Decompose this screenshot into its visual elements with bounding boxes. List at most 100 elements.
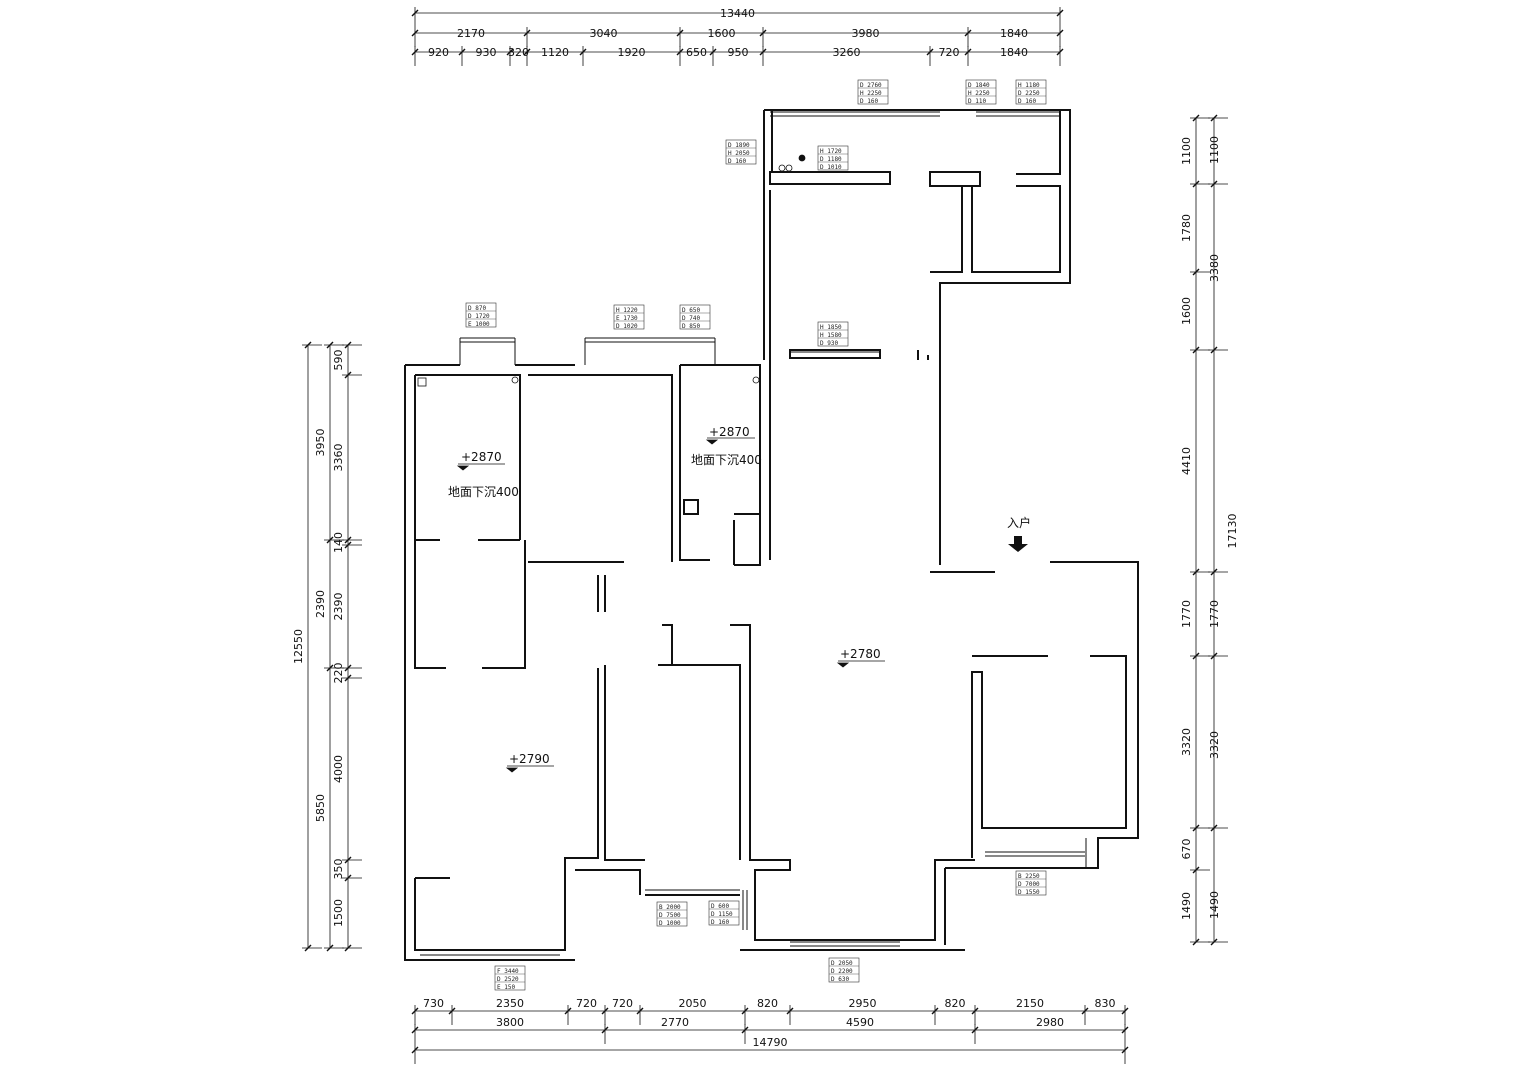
dim-left-row2: 350 — [332, 859, 345, 880]
drain-icon — [752, 376, 760, 384]
window-tag-row: D 2050 — [831, 960, 853, 967]
dim-bottom-overall: 14790 — [753, 1036, 788, 1049]
window-tag-row: H 2250 — [860, 90, 882, 97]
window-tag-row: D 160 — [728, 158, 746, 165]
dim-right-mid: 3380 — [1208, 254, 1221, 282]
dim-left-row2: 140 — [332, 532, 345, 553]
dim-right-inner: 1600 — [1180, 297, 1193, 325]
dim-left-overall: 12550 — [292, 629, 305, 664]
dim-right-inner: 1490 — [1180, 892, 1193, 920]
window-tag-row: B 2250 — [1018, 873, 1040, 880]
dim-right-inner: 3320 — [1180, 728, 1193, 756]
wall-shelf-top — [769, 171, 891, 185]
window-tag-row: B 2000 — [659, 904, 681, 911]
wall-door-jamb-a — [662, 624, 673, 665]
dim-left-row2: 1500 — [332, 899, 345, 927]
wall-closet-left-2 — [482, 540, 526, 669]
dim-top-row2: 3260 — [833, 46, 861, 59]
entrance-label: 入户 — [1007, 515, 1031, 530]
wall-right-outer — [945, 561, 1139, 869]
dim-top-row1: 3980 — [852, 27, 880, 40]
wall-kitchen-counter — [789, 349, 881, 359]
dim-bottom-row1: 2050 — [679, 997, 707, 1010]
window-tag-row: E 1000 — [468, 321, 490, 328]
wall-bedroom-2-top — [528, 374, 673, 562]
dim-top-row2: 1120 — [541, 46, 569, 59]
walls — [404, 109, 1139, 961]
dim-bottom-row1: 820 — [757, 997, 778, 1010]
window-tag-row: D 850 — [682, 323, 700, 330]
window-tag-row: D 1890 — [728, 142, 750, 149]
dim-top-row2: 1840 — [1000, 46, 1028, 59]
level-label-living: +2780 — [840, 647, 881, 661]
note-sunken-floor-1: 地面下沉400 — [448, 485, 519, 499]
wall-balcony-mid — [575, 869, 641, 895]
dim-bottom-row2: 4590 — [846, 1016, 874, 1029]
dim-right-mid: 3320 — [1208, 731, 1221, 759]
dim-right-mid: 1490 — [1208, 891, 1221, 919]
dim-left-row2: 4000 — [332, 755, 345, 783]
dim-top-row2: 720 — [939, 46, 960, 59]
wall-bathroom-1-left — [414, 375, 440, 541]
window-tag-row: D 1840 — [968, 82, 990, 89]
wall-door-jamb-b — [730, 624, 975, 941]
window-tag-row: H 2050 — [728, 150, 750, 157]
dim-top-row1: 2170 — [457, 27, 485, 40]
dim-top-row2: 320 — [508, 46, 529, 59]
note-sunken-floor-2: 地面下沉400 — [691, 453, 762, 467]
corner-column — [417, 377, 427, 387]
dim-bottom-row1: 720 — [612, 997, 633, 1010]
window-tag-row: D 1720 — [468, 313, 490, 320]
dim-top-row2: 650 — [686, 46, 707, 59]
dim-left-row2: 590 — [332, 350, 345, 371]
window-tag-row: H 1220 — [616, 307, 638, 314]
dim-bottom-row1: 2350 — [496, 997, 524, 1010]
dim-bottom-row1: 720 — [576, 997, 597, 1010]
window-tag-row: D 650 — [682, 307, 700, 314]
window-tag-row: E 1730 — [616, 315, 638, 322]
level-label-bathroom-1: +2870 — [461, 450, 502, 464]
dim-right-inner: 670 — [1180, 839, 1193, 860]
dim-bottom-row1: 830 — [1095, 997, 1116, 1010]
window-tag-row: F 3440 — [497, 968, 519, 975]
floor-drain-icon — [798, 154, 806, 162]
window-tag-row: D 1020 — [616, 323, 638, 330]
level-markers — [456, 437, 885, 773]
wall-outer-left — [404, 365, 575, 961]
dim-left-row2: 220 — [332, 663, 345, 684]
wall-bathroom-2 — [680, 364, 761, 566]
dim-bottom-row2: 3800 — [496, 1016, 524, 1029]
window-tag-row: D 630 — [831, 976, 849, 983]
window-tag-row: H 1720 — [820, 148, 842, 155]
level-label-bedroom: +2790 — [509, 752, 550, 766]
drain-icon — [511, 376, 519, 384]
window-tag-row: D 1550 — [1018, 889, 1040, 896]
window-tag-row: D 2200 — [831, 968, 853, 975]
dim-bottom-row2: 2980 — [1036, 1016, 1064, 1029]
dim-right-inner: 1100 — [1180, 137, 1193, 165]
dim-bottom-row2: 2770 — [661, 1016, 689, 1029]
wall-closet-1 — [930, 186, 963, 273]
window-tag-row: H 1180 — [1018, 82, 1040, 89]
dim-top-row2: 920 — [428, 46, 449, 59]
wall-bathroom-2-fixture — [683, 499, 699, 515]
dim-top-overall: 13440 — [720, 7, 755, 20]
window-tag-row: D 2250 — [1018, 90, 1040, 97]
wall-bedroom-3-right — [604, 665, 645, 861]
dim-left-row2: 3360 — [332, 444, 345, 472]
wall-top-block-outline — [764, 109, 1071, 565]
window-tag-row: D 1010 — [820, 164, 842, 171]
